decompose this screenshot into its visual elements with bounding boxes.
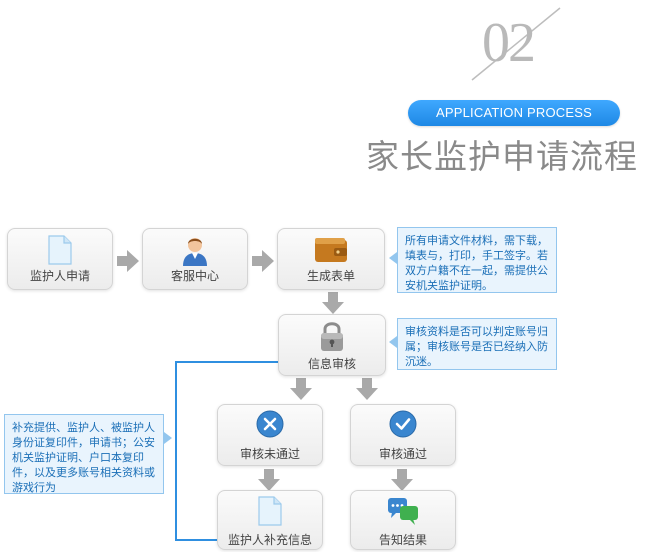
x-circle-icon xyxy=(256,410,284,438)
arrow-review-to-approved xyxy=(356,378,378,400)
note-review: 审核资料是否可以判定账号归属；审核账号是否已经纳入防沉迷。 xyxy=(397,318,557,370)
note-supplement-pointer xyxy=(164,432,172,444)
step-supplement-label: 监护人补充信息 xyxy=(218,531,322,548)
section-badge: APPLICATION PROCESS xyxy=(408,100,620,126)
step-approved: 审核通过 xyxy=(350,404,456,466)
note-form-text: 所有申请文件材料，需下载，填表与，打印，手工签字。若双方户籍不在一起，需提供公安… xyxy=(405,233,549,293)
note-form: 所有申请文件材料，需下载，填表与，打印，手工签字。若双方户籍不在一起，需提供公安… xyxy=(397,227,557,293)
note-supplement: 补充提供、监护人、被监护人身份证复印件，申请书；公安机关监护证明、户口本复印件，… xyxy=(4,414,164,494)
arrow-apply-to-service xyxy=(117,250,139,272)
step-review: 信息审核 xyxy=(278,314,386,376)
step-review-label: 信息审核 xyxy=(279,355,385,372)
arrow-service-to-form xyxy=(252,250,274,272)
arrow-rejected-to-supplement xyxy=(258,469,280,491)
note-review-pointer xyxy=(389,336,397,348)
step-form-label: 生成表单 xyxy=(278,267,384,284)
check-circle-icon xyxy=(389,410,417,438)
arrow-review-to-rejected xyxy=(290,378,312,400)
step-apply-label: 监护人申请 xyxy=(8,267,112,284)
note-supplement-text: 补充提供、监护人、被监护人身份证复印件，申请书；公安机关监护证明、户口本复印件，… xyxy=(12,420,156,495)
step-notify: 告知结果 xyxy=(350,490,456,550)
step-supplement: 监护人补充信息 xyxy=(217,490,323,550)
step-rejected-label: 审核未通过 xyxy=(218,445,322,462)
customer-service-avatar-icon xyxy=(180,234,210,266)
document-icon xyxy=(257,496,283,526)
chat-bubbles-icon xyxy=(387,496,419,526)
note-review-text: 审核资料是否可以判定账号归属；审核账号是否已经纳入防沉迷。 xyxy=(405,324,549,369)
step-approved-label: 审核通过 xyxy=(351,445,455,462)
document-icon xyxy=(47,235,73,265)
lock-icon xyxy=(319,320,345,352)
arrow-form-to-review xyxy=(322,292,344,314)
step-rejected: 审核未通过 xyxy=(217,404,323,466)
step-number: 02 xyxy=(482,8,572,78)
step-notify-label: 告知结果 xyxy=(351,531,455,548)
step-apply: 监护人申请 xyxy=(7,228,113,290)
page-title: 家长监护申请流程 xyxy=(366,134,656,180)
note-form-pointer xyxy=(389,252,397,264)
arrow-approved-to-notify xyxy=(391,469,413,491)
wallet-icon xyxy=(314,237,348,263)
step-service-label: 客服中心 xyxy=(143,267,247,284)
step-service: 客服中心 xyxy=(142,228,248,290)
step-form: 生成表单 xyxy=(277,228,385,290)
